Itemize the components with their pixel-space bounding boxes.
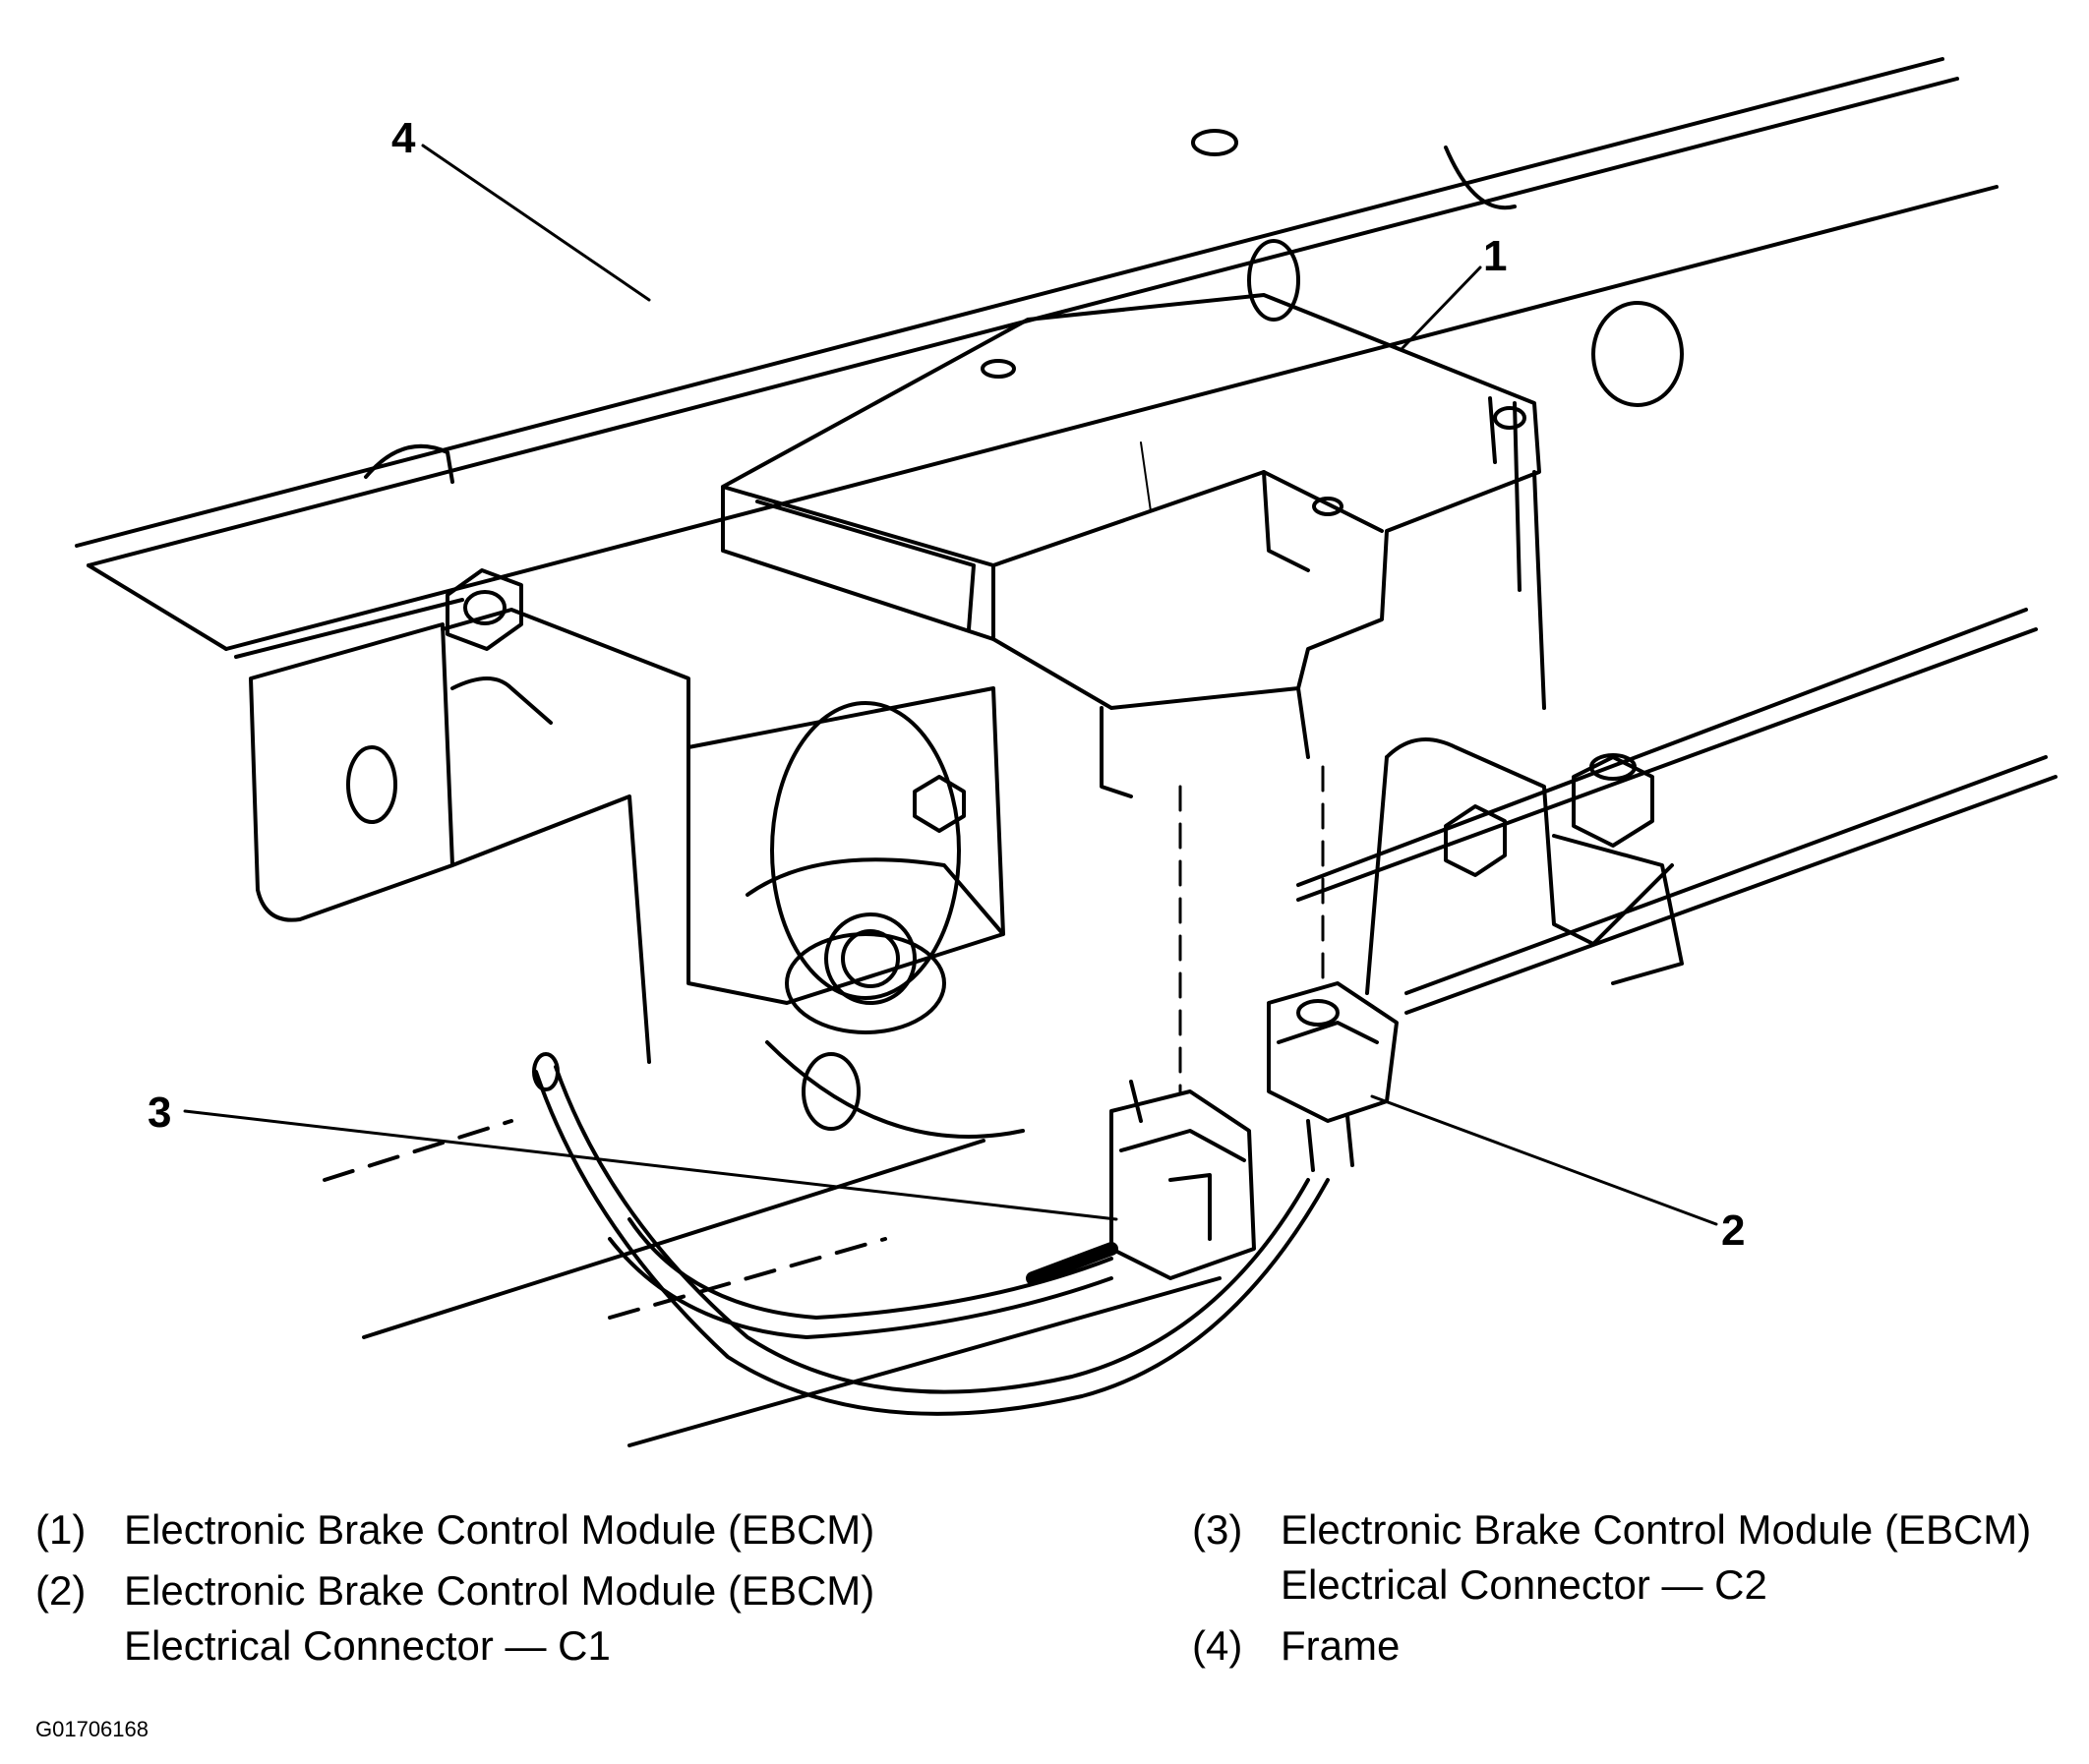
legend-text: Frame — [1281, 1622, 1401, 1669]
wiring-harness — [532, 1052, 1330, 1416]
legend-right-column: (3) Electronic Brake Control Module (EBC… — [1192, 1502, 2077, 1674]
legend-item-3: (3) Electronic Brake Control Module (EBC… — [1192, 1502, 2077, 1613]
callout-3: 3 — [148, 1088, 171, 1137]
legend-number: (3) — [1192, 1506, 1243, 1553]
legend-left-column: (1) Electronic Brake Control Module (EBC… — [35, 1502, 1137, 1674]
legend-item-4: (4) Frame — [1192, 1618, 2077, 1674]
legend-text: Electronic Brake Control Module (EBCM) — [1281, 1506, 2032, 1553]
leader-lines — [183, 144, 1718, 1226]
ebcm-line-drawing: 4 1 3 2 — [75, 57, 2058, 1447]
hydraulic-modulator — [686, 686, 1025, 1139]
connector-c1 — [1267, 981, 1399, 1172]
figure-id: G01706168 — [35, 1717, 149, 1741]
connector-c2 — [1109, 1080, 1256, 1280]
callout-1: 1 — [1483, 232, 1507, 280]
ebcm-module — [721, 293, 1546, 798]
mounting-nut-left — [446, 568, 523, 651]
legend-item-1: (1) Electronic Brake Control Module (EBC… — [35, 1502, 1137, 1558]
mounting-bolt-front — [913, 775, 966, 833]
frame-rail-upper — [75, 57, 1999, 659]
frame-rail-lower — [323, 608, 2058, 1447]
mounting-bracket-right — [1365, 737, 1684, 995]
legend-number: (4) — [1192, 1622, 1243, 1669]
callout-2: 2 — [1721, 1206, 1745, 1255]
legend-text-line2: Electrical Connector — C1 — [124, 1622, 611, 1669]
legend-item-2: (2) Electronic Brake Control Module (EBC… — [35, 1563, 1137, 1674]
legend-number: (1) — [35, 1506, 87, 1553]
alignment-lines — [1178, 765, 1325, 1093]
mounting-bracket-left — [249, 608, 690, 1064]
callout-4: 4 — [391, 114, 416, 162]
legend-number: (2) — [35, 1567, 87, 1614]
legend-text: Electronic Brake Control Module (EBCM) — [124, 1567, 875, 1614]
mounting-bolt-right — [1444, 753, 1654, 877]
legend-text-line2: Electrical Connector — C2 — [1281, 1561, 1767, 1608]
legend-text: Electronic Brake Control Module (EBCM) — [124, 1506, 875, 1553]
